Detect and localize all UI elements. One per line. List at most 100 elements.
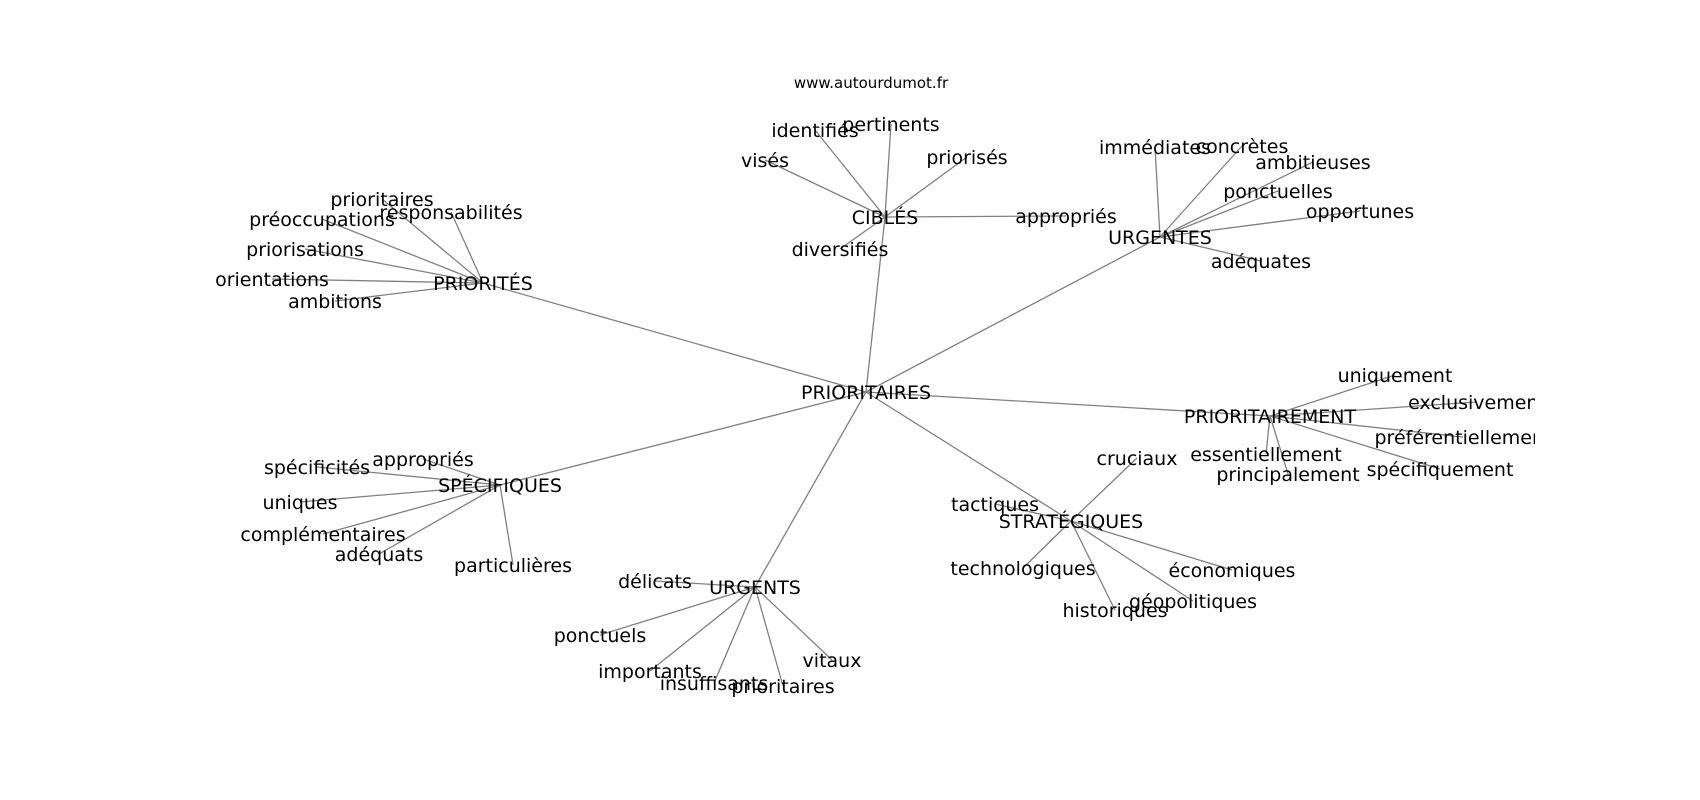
leaf-node-label: ponctuelles xyxy=(1223,181,1333,203)
leaf-node-label: opportunes xyxy=(1306,201,1414,223)
leaf-node-label: exclusivement xyxy=(1408,392,1546,414)
edge-hub-to-leaf xyxy=(499,484,514,566)
hub-node-label: PRIORITAIREMENT xyxy=(1184,406,1357,428)
edge-hub-to-leaf xyxy=(1070,457,1138,522)
leaf-node-label: importants xyxy=(598,661,702,683)
hub-node-label: CIBLÉS xyxy=(852,206,919,229)
edge-hub-to-leaf xyxy=(713,586,756,684)
hub-node-label: STRATÉGIQUES xyxy=(999,510,1144,533)
edge-hub-to-leaf xyxy=(1070,520,1233,571)
leaf-node-label: particulières xyxy=(454,555,572,577)
leaf-node-label: appropriés xyxy=(372,449,474,471)
leaf-node-label: concrètes xyxy=(1196,136,1289,158)
edge-hub-to-leaf xyxy=(334,282,484,302)
edge-hub-to-leaf xyxy=(321,218,484,284)
leaf-node-label: ponctuels xyxy=(554,625,647,647)
leaf-node-label: immédiates xyxy=(1099,137,1211,159)
edge-hub-to-leaf xyxy=(1159,210,1361,238)
edge-hub-to-leaf xyxy=(1265,415,1271,455)
edge-hub-to-leaf xyxy=(754,586,833,661)
edge-hub-to-leaf xyxy=(1159,236,1262,262)
center-node-label: PRIORITAIRES xyxy=(801,382,931,404)
edge-center-to-hub xyxy=(865,236,1161,393)
leaf-node-label: spécificités xyxy=(264,457,370,479)
leaf-node-label: essentiellement xyxy=(1190,444,1342,466)
edge-hub-to-leaf xyxy=(764,159,886,218)
edge-hub-to-leaf xyxy=(884,215,1067,218)
edge-hub-to-leaf xyxy=(649,586,756,672)
leaf-node-label: ambitieuses xyxy=(1255,152,1370,174)
leaf-node-label: uniques xyxy=(262,492,337,514)
leaf-node-label: prioritaires xyxy=(330,189,433,211)
hub-node-label: URGENTES xyxy=(1108,227,1212,249)
leaf-node-label: appropriés xyxy=(1015,206,1117,228)
edge-hub-to-leaf xyxy=(884,156,968,218)
hub-node-label: SPÉCIFIQUES xyxy=(438,474,562,497)
edge-hub-to-leaf xyxy=(1269,415,1464,438)
leaf-node-label: adéquates xyxy=(1211,251,1311,273)
leaf-node-label: identifiés xyxy=(771,120,858,142)
edge-hub-to-leaf xyxy=(1159,190,1279,238)
leaf-node-label: principalement xyxy=(1216,464,1359,486)
leaf-node-label: historiques xyxy=(1062,600,1167,622)
edge-hub-to-leaf xyxy=(1269,415,1289,475)
edge-hub-to-leaf xyxy=(884,123,892,218)
edge-hub-to-leaf xyxy=(1022,520,1072,569)
leaf-node-label: préoccupations xyxy=(249,209,395,231)
edge-hub-to-leaf xyxy=(381,198,484,284)
edge-hub-to-leaf xyxy=(1269,374,1396,417)
edge-center-to-hub xyxy=(754,391,867,588)
edge-hub-to-leaf xyxy=(839,216,886,250)
edge-hub-to-leaf xyxy=(316,466,501,486)
edge-center-to-hub xyxy=(865,391,1072,522)
leaf-node-label: diversifiés xyxy=(792,239,889,261)
edge-hub-to-leaf xyxy=(754,586,784,687)
edge-center-to-hub xyxy=(482,282,867,393)
edge-center-to-hub xyxy=(865,216,886,393)
edge-hub-to-leaf xyxy=(1159,145,1243,238)
leaf-node-label: insuffisants xyxy=(660,673,769,695)
leaf-node-label: priorisations xyxy=(246,239,364,261)
leaf-node-label: délicats xyxy=(618,571,692,593)
leaf-node-label: pertinents xyxy=(842,114,939,136)
edge-hub-to-leaf xyxy=(322,484,501,535)
leaf-node-label: technologiques xyxy=(950,558,1095,580)
edge-hub-to-leaf xyxy=(304,248,484,284)
leaf-node-label: spécifiquement xyxy=(1367,459,1514,481)
leaf-node-label: priorisés xyxy=(926,147,1007,169)
leaf-node-label: uniquement xyxy=(1338,365,1453,387)
edge-center-to-hub xyxy=(865,391,1271,417)
leaf-node-label: prioritaires xyxy=(731,676,834,698)
hub-node-label: PRIORITÉS xyxy=(433,272,533,295)
edge-hub-to-leaf xyxy=(994,503,1072,522)
edge-hub-to-leaf xyxy=(1269,401,1478,417)
leaf-node-label: tactiques xyxy=(951,494,1039,516)
edge-hub-to-leaf xyxy=(1159,161,1314,238)
edges xyxy=(271,123,1478,687)
watermark: www.autourdumot.fr xyxy=(794,74,949,92)
edge-hub-to-leaf xyxy=(1154,146,1161,238)
edge-hub-to-leaf xyxy=(450,211,484,284)
edge-hub-to-leaf xyxy=(378,484,501,555)
hub-node-label: URGENTS xyxy=(709,577,801,599)
leaf-node-label: préférentiellement xyxy=(1374,427,1551,449)
leaf-node-label: adéquats xyxy=(335,544,424,566)
edge-hub-to-leaf xyxy=(654,580,756,588)
leaf-node-label: complémentaires xyxy=(240,524,405,546)
edge-hub-to-leaf xyxy=(271,278,484,284)
leaf-node-label: cruciaux xyxy=(1097,448,1178,470)
leaf-node-label: vitaux xyxy=(803,650,862,672)
leaf-node-label: économiques xyxy=(1169,560,1296,582)
edge-hub-to-leaf xyxy=(1269,415,1441,470)
edge-hub-to-leaf xyxy=(814,129,886,218)
leaf-node-label: géopolitiques xyxy=(1129,591,1257,613)
leaf-node-label: ambitions xyxy=(288,291,382,313)
edge-hub-to-leaf xyxy=(422,458,501,486)
edge-hub-to-leaf xyxy=(1070,520,1116,611)
edge-hub-to-leaf xyxy=(599,586,756,636)
leaf-node-label: orientations xyxy=(215,269,329,291)
edge-hub-to-leaf xyxy=(299,484,501,503)
